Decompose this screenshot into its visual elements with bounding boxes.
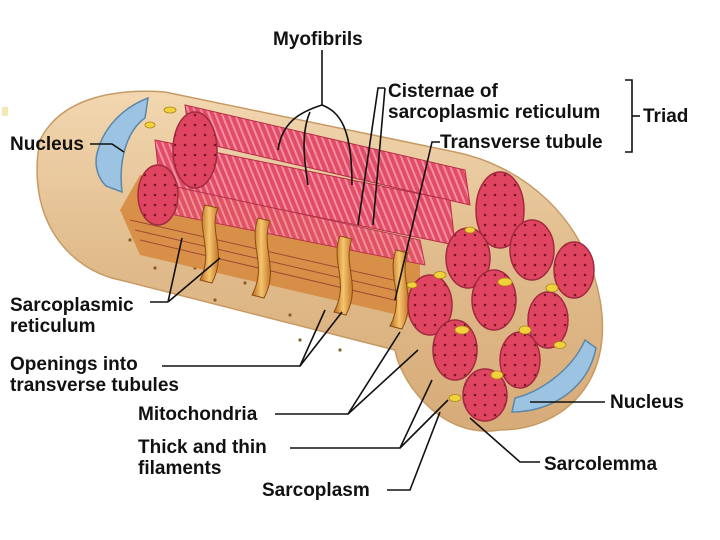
- label-cisternae: Cisternae of sarcoplasmic reticulum: [388, 81, 601, 123]
- label-sarcoplasm: Sarcoplasm: [262, 480, 370, 501]
- label-nucleus-left: Nucleus: [10, 134, 84, 155]
- label-triad: Triad: [643, 106, 689, 127]
- slide-bullet: [2, 107, 8, 116]
- nucleus-left-shape: [95, 96, 149, 194]
- nucleus-right-shape: [511, 338, 597, 413]
- transverse-tubules: [199, 204, 409, 330]
- myofibril-tubes: [137, 104, 525, 266]
- tubule-openings: [128, 238, 342, 352]
- label-sarcolemma: Sarcolemma: [544, 454, 658, 475]
- mitochondria-shapes: [144, 106, 567, 402]
- label-thick-thin-filaments: Thick and thin filaments: [138, 437, 267, 479]
- leader-lines: [90, 50, 640, 491]
- label-transverse-tubule: Transverse tubule: [440, 132, 603, 153]
- label-sarcoplasmic-reticulum: Sarcoplasmic reticulum: [10, 295, 134, 337]
- label-openings-into-tubules: Openings into transverse tubules: [10, 354, 179, 396]
- label-mitochondria: Mitochondria: [138, 404, 258, 425]
- cross-section-myofibrils: [407, 219, 595, 422]
- label-nucleus-right: Nucleus: [610, 392, 684, 413]
- label-myofibrils: Myofibrils: [273, 29, 363, 50]
